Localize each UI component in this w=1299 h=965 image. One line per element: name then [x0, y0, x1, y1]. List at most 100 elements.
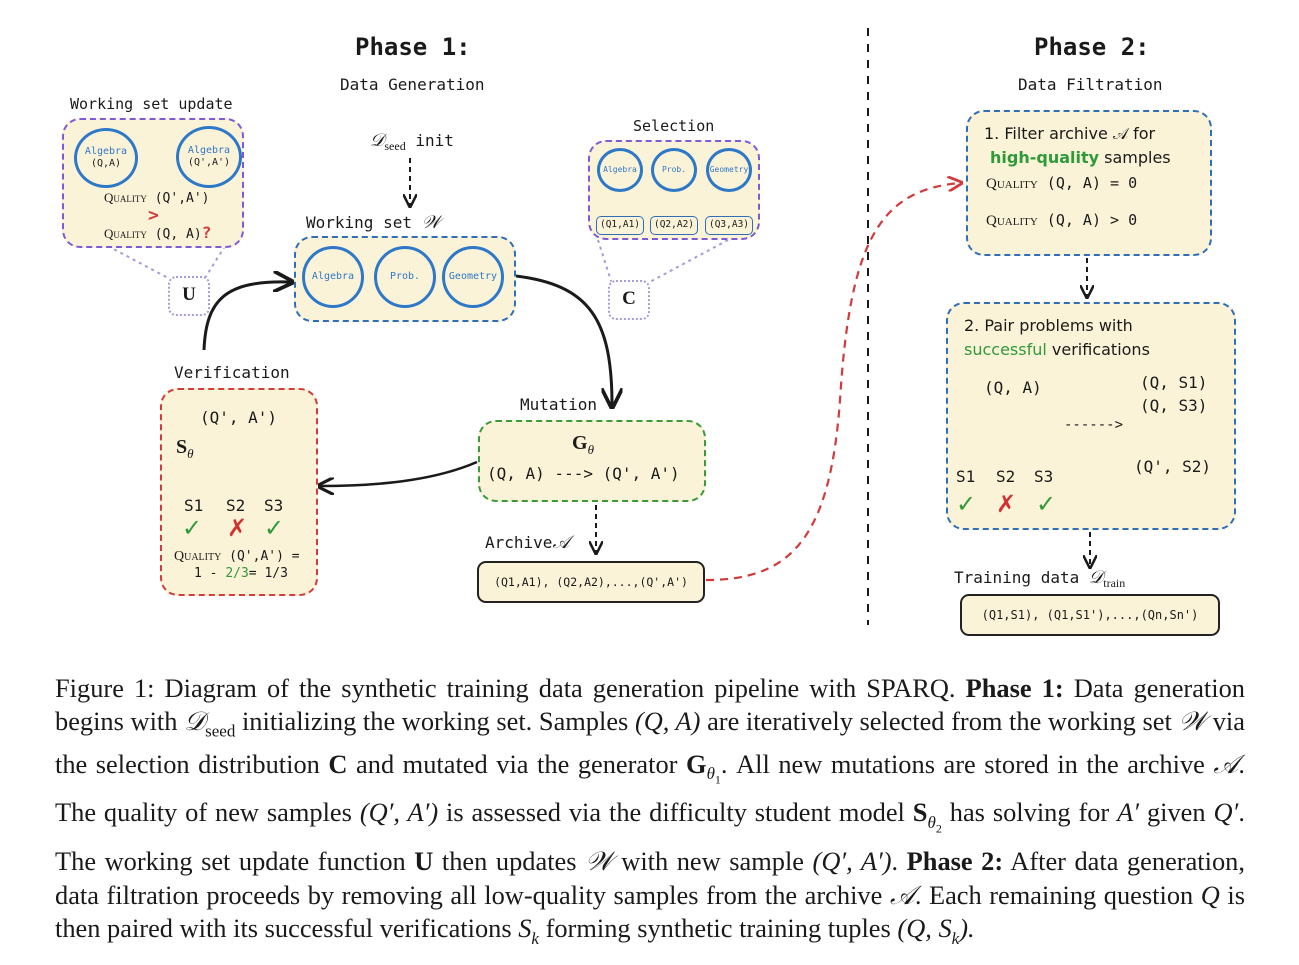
- sel-circle-prob: Prob.: [651, 148, 697, 192]
- ver-check-3-icon: ✓: [264, 514, 285, 542]
- cap-l5c: given: [1146, 797, 1206, 828]
- cap-l3sym: 𝒲: [1178, 705, 1207, 737]
- wsu-circle-new-name: Algebra: [187, 144, 231, 156]
- wsu-quality-word-1: Quality: [104, 190, 147, 205]
- filter-good-quality: Quality: [986, 213, 1038, 229]
- ver-formula-c: = 1/3: [248, 566, 288, 581]
- pair-student-s2: S2: [996, 467, 1016, 486]
- update-arrow: [202, 282, 290, 351]
- cap-l7c: is then paired with: [55, 879, 1245, 944]
- working-set-label-text: Working set: [306, 213, 412, 232]
- cap-l3G: G: [686, 748, 707, 779]
- cap-l8b: forming synthetic training tuples: [545, 913, 891, 944]
- cap-l5m2: Q′: [1213, 797, 1239, 828]
- cap-l1a: Figure 1: Diagram of the synthetic train…: [55, 673, 956, 703]
- cap-l6c: .: [891, 845, 899, 876]
- sel-circle-algebra: Algebra: [597, 148, 643, 192]
- wsu-circle-new: Algebra (Q',A'): [176, 126, 242, 188]
- selection-label: Selection: [633, 117, 715, 135]
- pair-box: [946, 302, 1236, 530]
- ver-formula-a: 1 -: [194, 566, 226, 581]
- cap-l3C: C: [328, 748, 348, 779]
- cap-l3gsub: θ: [706, 764, 715, 784]
- archive-label-text: Archive: [485, 533, 553, 552]
- mutation-generator: Gθ: [572, 432, 594, 458]
- cap-l5ssub: θ: [927, 812, 936, 832]
- ver-check-1-icon: ✓: [182, 514, 203, 542]
- cap-l6sym: 𝒲: [585, 845, 613, 877]
- cap-l7sym: 𝒜: [889, 879, 915, 911]
- filter-good-expr: (Q, A) > 0: [1046, 211, 1138, 229]
- ver-quality-word: Quality: [174, 549, 222, 564]
- cap-l6d: After data generation, data filtration p…: [55, 845, 1245, 910]
- cap-l2c: are iteratively selected: [707, 705, 945, 736]
- cap-l8ssub: k: [531, 928, 539, 948]
- cap-l8m: (Q, S: [897, 913, 952, 944]
- cap-l2a: generation begins with: [55, 673, 1245, 736]
- cap-l1c: Data: [1073, 673, 1124, 703]
- filter-line1: 1. Filter archive 𝒜 for: [984, 124, 1156, 143]
- sel-circle-geometry: Geometry: [706, 148, 752, 192]
- archive-box: (Q1,A1), (Q2,A2),...,(Q',A'): [477, 561, 705, 603]
- phase-transfer-arrow: [705, 183, 960, 582]
- filter-line2: high-quality samples: [990, 148, 1171, 167]
- wsu-quality-old: Quality (Q, A)?: [104, 223, 211, 242]
- cap-l6m: (Q′, A′): [812, 845, 892, 876]
- verify-arrow: [320, 460, 478, 486]
- working-set-update-label: Working set update: [70, 95, 233, 113]
- seed-text: init: [415, 131, 454, 150]
- filter-good: Quality (Q, A) > 0: [986, 211, 1137, 230]
- verification-model-sub: θ: [187, 446, 194, 461]
- cap-l5e: then: [441, 845, 488, 876]
- cap-l7a: removing all low-quality samples from th…: [341, 879, 883, 910]
- callout-c: [597, 239, 729, 285]
- filter-line2-green: high-quality: [990, 148, 1100, 167]
- verification-model: Sθ: [176, 436, 194, 462]
- cap-l2m: (Q, A): [634, 705, 701, 736]
- cap-l8msub: k: [951, 928, 960, 948]
- seed-symbol: 𝒟: [370, 130, 385, 151]
- sel-pair-2: (Q2,A2): [650, 216, 698, 235]
- pair-check-1-icon: ✓: [956, 490, 977, 518]
- update-function-badge: U: [168, 276, 210, 316]
- sel-pair-3: (Q3,A3): [705, 216, 753, 235]
- mutation-generator-sub: θ: [587, 442, 594, 457]
- cap-l4m: (Q′, A′): [359, 797, 439, 828]
- pair-kept-2: (Q, S3): [1140, 396, 1208, 415]
- phase1-title: Phase 1:: [355, 33, 471, 61]
- pair-line2-rest: verifications: [1046, 340, 1150, 359]
- working-set-symbol: 𝒲: [421, 212, 441, 233]
- pair-removed: (Q', S2): [1134, 457, 1212, 476]
- mutation-transform: (Q, A) ---> (Q', A'): [487, 464, 680, 483]
- selection-distribution-badge: C: [608, 280, 650, 320]
- training-sub: train: [1103, 576, 1126, 591]
- verification-pair: (Q', A'): [200, 408, 278, 427]
- cap-l6a: updates: [495, 845, 577, 876]
- cap-l3d: . All: [720, 748, 770, 779]
- cap-l6p2: Phase 2:: [906, 845, 1004, 876]
- cap-l5S: S: [912, 797, 928, 828]
- wsu-circle-old-pair: (Q,A): [90, 158, 122, 169]
- pair-cross-2-icon: ✗: [996, 490, 1017, 518]
- cap-l3b: via the selection distribution: [55, 705, 1245, 779]
- pair-arrow: ------>: [1064, 417, 1124, 433]
- pair-kept-1: (Q, S1): [1140, 373, 1208, 392]
- ver-formula: 1 - 2/3= 1/3: [194, 566, 288, 581]
- training-label-text: Training data: [954, 568, 1080, 587]
- working-set-label: Working set 𝒲: [306, 212, 440, 233]
- wsu-circle-old-name: Algebra: [84, 145, 128, 157]
- filter-line2-rest: samples: [1099, 148, 1171, 167]
- ws-item-prob: Prob.: [374, 246, 436, 308]
- verification-box: [160, 388, 318, 596]
- ver-quality: Quality (Q',A') =: [174, 549, 300, 565]
- training-symbol: 𝒟: [1088, 567, 1104, 588]
- training-label: Training data 𝒟train: [954, 567, 1125, 591]
- wsu-quality-new-pair: (Q',A'): [154, 191, 210, 206]
- cap-l8a: its successful verifications: [233, 913, 512, 944]
- wsu-greater: >: [148, 205, 159, 226]
- callout-u: [107, 245, 226, 279]
- cap-l7q: Q: [1200, 879, 1220, 910]
- pair-student-s3: S3: [1034, 467, 1054, 486]
- pair-line1: 2. Pair problems with: [964, 316, 1133, 335]
- phase2-subtitle: Data Filtration: [1018, 75, 1163, 94]
